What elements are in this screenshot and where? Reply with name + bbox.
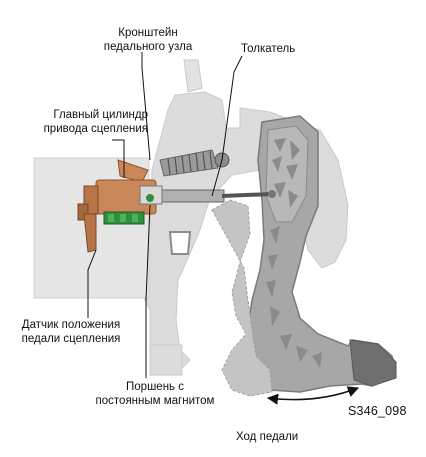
figure-code: S346_098	[348, 404, 407, 418]
master-cylinder	[77, 159, 163, 253]
travel-arrow-icon	[266, 386, 360, 405]
label-pedal-travel: Ход педали	[236, 430, 298, 444]
label-position-sensor-line1: Датчик положения	[21, 319, 121, 331]
label-pedal-bracket-line1: Кронштейн	[118, 27, 178, 39]
label-pushrod-text: Толкатель	[241, 43, 296, 55]
label-magnet-piston-line1: Поршень с	[126, 381, 184, 393]
label-master-cylinder-line2: привода сцепления	[43, 123, 148, 135]
clutch-pedal	[245, 115, 397, 393]
label-pedal-bracket: Кронштейн педального узла	[98, 26, 198, 54]
leader-lines	[87, 52, 243, 378]
label-magnet-piston-line2: постоянным магнитом	[95, 395, 215, 407]
bracket-cutout	[168, 231, 192, 255]
lower-pedal-silhouette	[211, 199, 273, 397]
label-pedal-bracket-line2: педального узла	[103, 41, 193, 53]
label-master-cylinder-line1: Главный цилиндр	[53, 109, 148, 121]
label-position-sensor-line2: педали сцепления	[21, 333, 121, 345]
label-position-sensor: Датчик положения педали сцепления	[0, 318, 142, 346]
label-magnet-piston: Поршень с постоянным магнитом	[80, 380, 230, 408]
push-rod	[159, 189, 276, 203]
pedal-position-sensor	[103, 194, 154, 225]
label-pushrod: Толкатель	[241, 42, 295, 56]
label-master-cylinder: Главный цилиндр привода сцепления	[28, 108, 148, 136]
label-pedal-travel-text: Ход педали	[236, 431, 299, 443]
figure-code-text: S346_098	[348, 404, 407, 418]
